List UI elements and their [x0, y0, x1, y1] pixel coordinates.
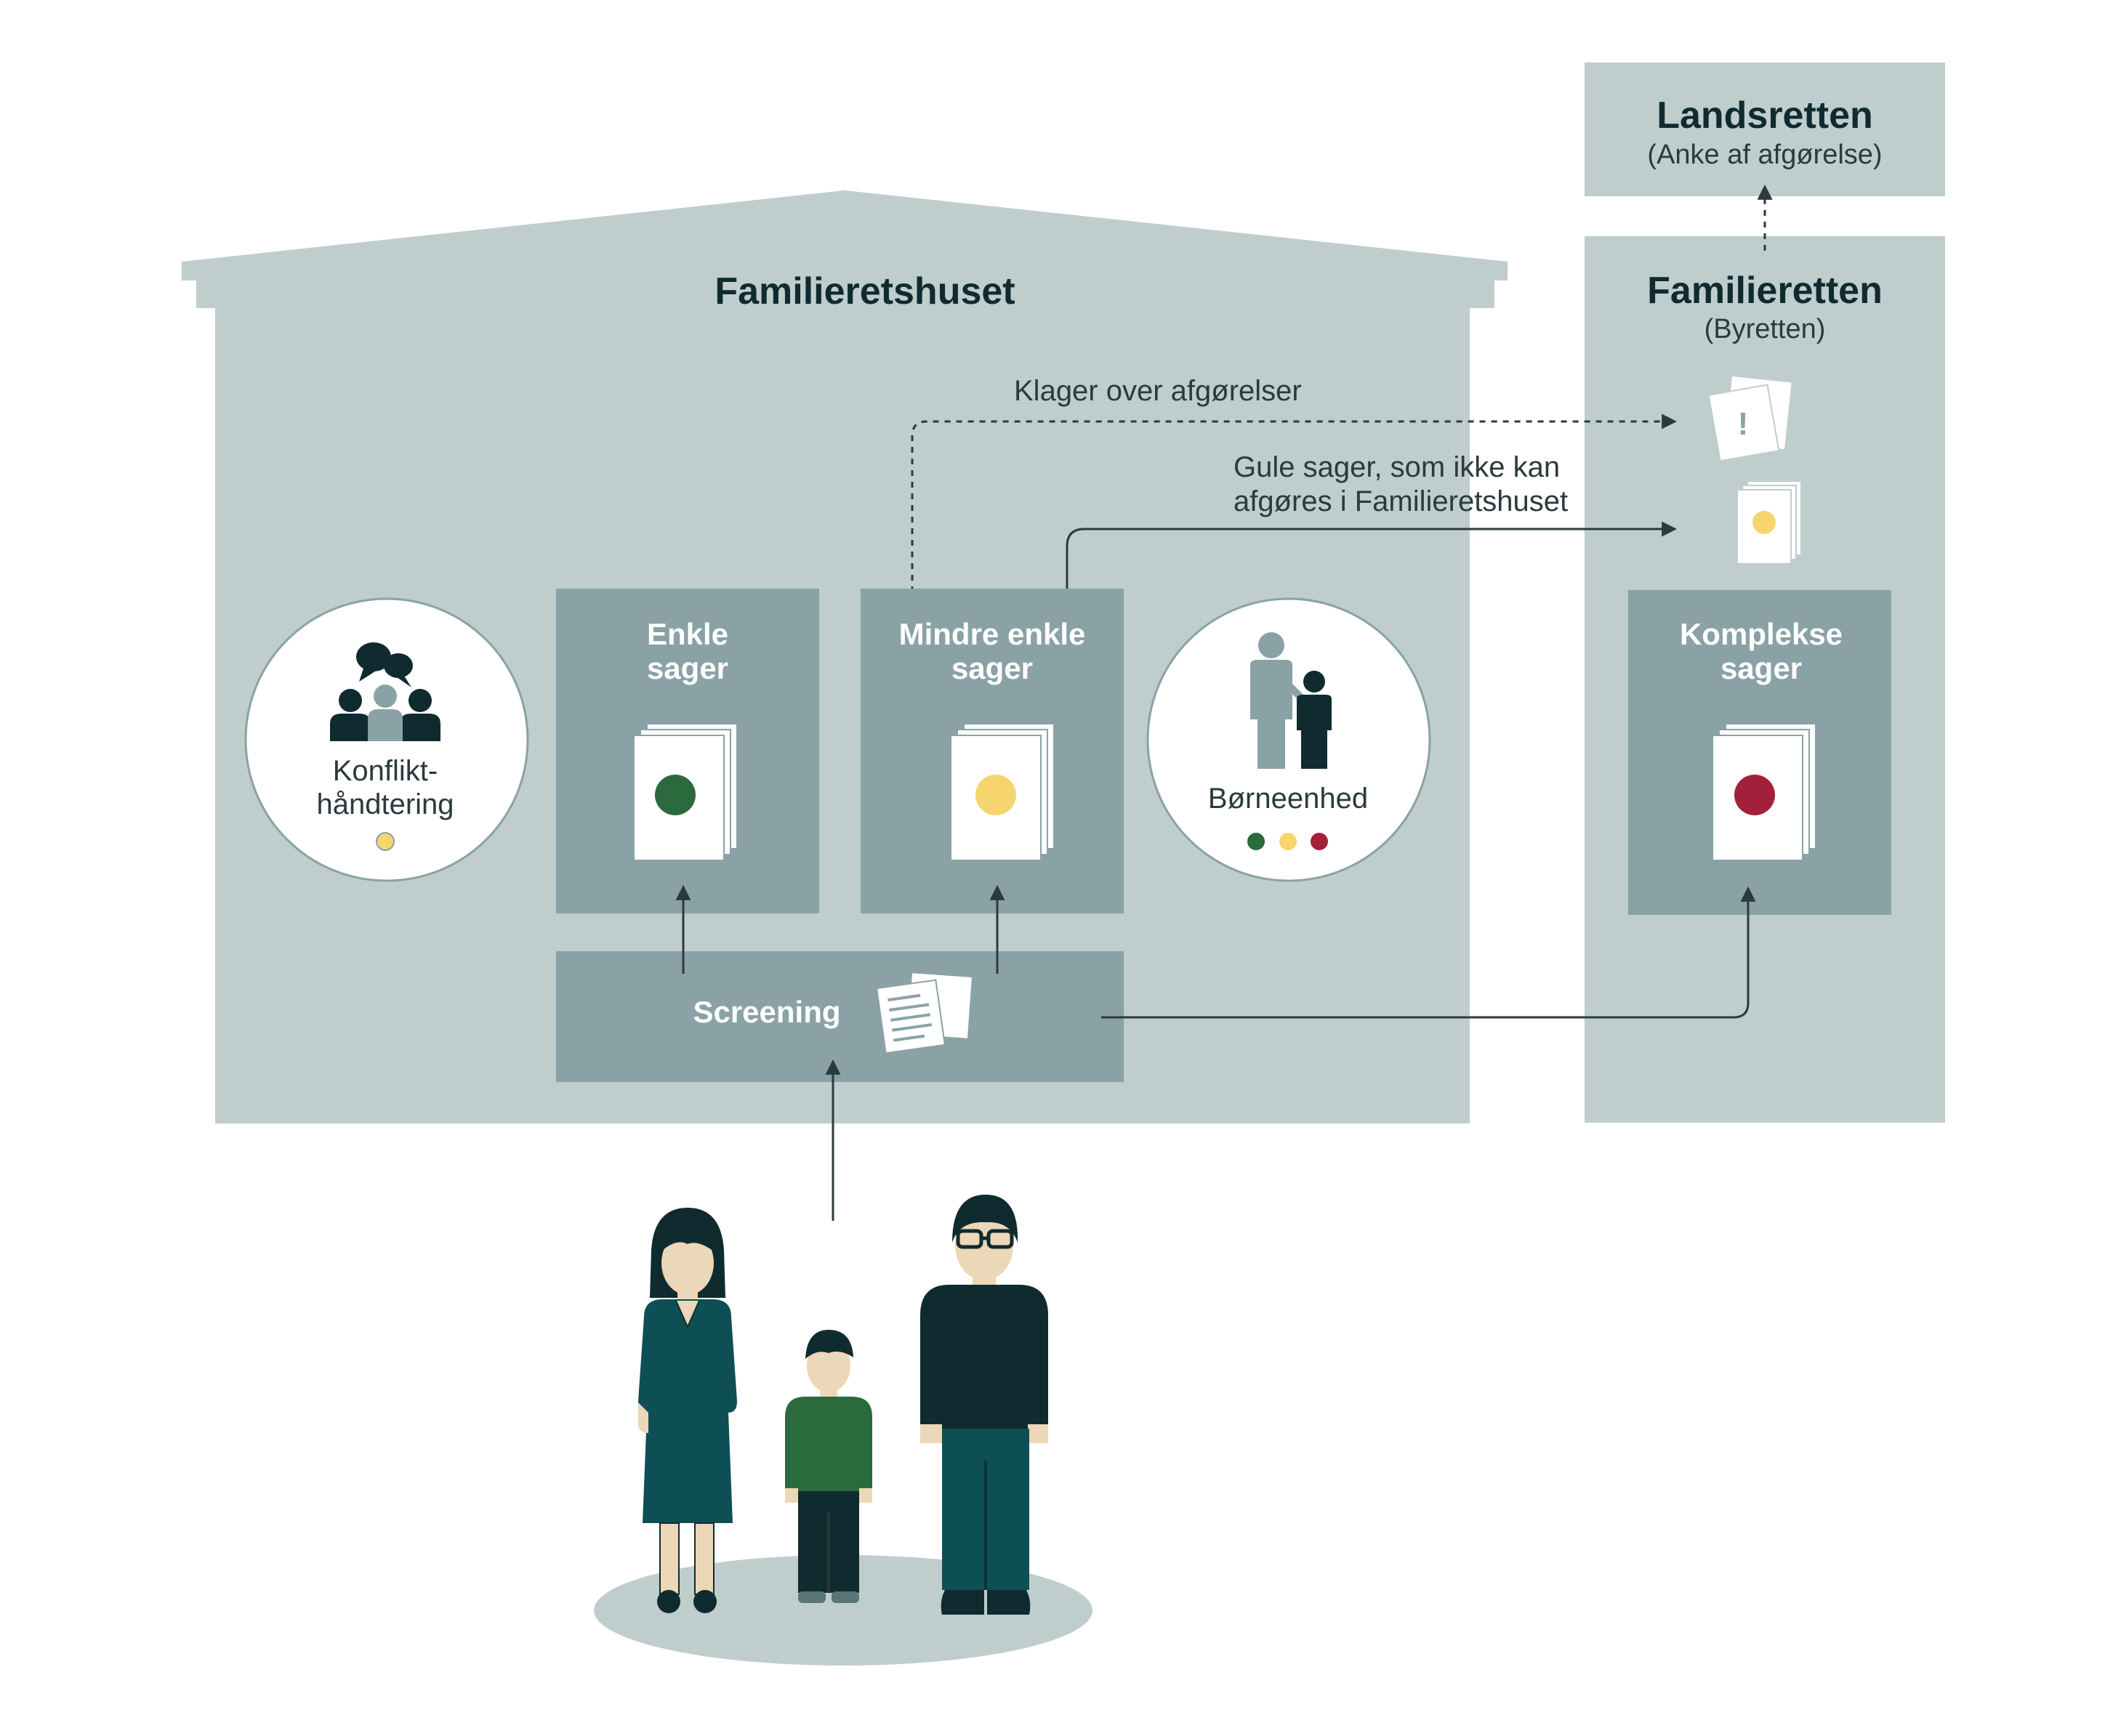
enkle-sager-box: Enkle sager — [556, 589, 819, 913]
screening-label: Screening — [693, 995, 840, 1029]
gule-sager-arrow — [1066, 521, 1678, 605]
landsretten-title: Landsretten — [1657, 94, 1873, 137]
familieretshuset-title: Familieretshuset — [715, 270, 1015, 312]
gule-sager-label-line1: Gule sager, som ikke kan — [1233, 451, 1560, 483]
family-illustration — [594, 1195, 1092, 1666]
mindre-enkle-line2: sager — [951, 651, 1033, 685]
konflikt-label-line2: håndtering — [316, 788, 454, 820]
borneenhed-red-dot — [1311, 833, 1328, 850]
svg-text:!: ! — [1738, 406, 1749, 442]
child-figure — [785, 1330, 872, 1603]
konflikt-label-line1: Konflikt- — [333, 755, 438, 787]
adult-child-icon — [1250, 632, 1332, 769]
familieretshuset-building: Familieretshuset — [182, 190, 1508, 1123]
familieretten-title: Familieretten — [1647, 270, 1883, 312]
arrow-to-komplekse — [1101, 886, 1756, 1019]
landsretten-subtitle: (Anke af afgørelse) — [1647, 140, 1882, 170]
mindre-enkle-sager-box: Mindre enkle sager — [861, 589, 1124, 913]
borneenhed-circle: Børneenhed — [1146, 597, 1431, 882]
enkle-sager-line1: Enkle — [647, 617, 728, 651]
screening-box: Screening — [556, 951, 1124, 1082]
yellow-case-stack-icon — [950, 723, 1055, 861]
borneenhed-label: Børneenhed — [1208, 783, 1368, 815]
komplekse-sager-box: Komplekse sager — [1628, 590, 1891, 915]
man-figure — [920, 1195, 1048, 1615]
borneenhed-yellow-dot — [1279, 833, 1297, 850]
konflikt-yellow-dot — [376, 832, 395, 851]
familieretten-subtitle: (Byretten) — [1705, 314, 1826, 344]
mindre-enkle-line1: Mindre enkle — [899, 617, 1086, 651]
red-case-stack-icon — [1712, 723, 1816, 861]
documents-icon — [876, 973, 972, 1054]
klager-arrow — [911, 413, 1678, 592]
group-conversation-icon — [330, 642, 440, 741]
gule-sager-label-line2: afgøres i Familieretshuset — [1233, 485, 1568, 517]
enkle-sager-line2: sager — [647, 651, 728, 685]
complaint-documents-icon: ! — [1707, 376, 1792, 462]
komplekse-line2: sager — [1720, 651, 1802, 685]
landsretten-panel: Landsretten (Anke af afgørelse) — [1585, 62, 1945, 196]
konflikthaandtering-circle: Konflikt- håndtering — [244, 597, 529, 882]
komplekse-line1: Komplekse — [1680, 617, 1843, 651]
klager-label: Klager over afgørelser — [1014, 375, 1302, 407]
green-case-stack-icon — [633, 723, 738, 861]
borneenhed-green-dot — [1247, 833, 1265, 850]
yellow-case-stack-icon — [1736, 480, 1802, 565]
woman-figure — [638, 1208, 737, 1613]
